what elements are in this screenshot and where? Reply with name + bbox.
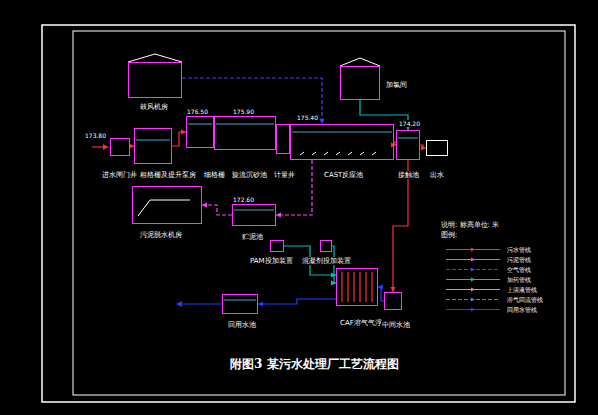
unit-label: 细格栅: [203, 171, 226, 179]
process-unit: CAST反应池: [290, 124, 394, 160]
unit-label: 鼓风机房: [139, 103, 169, 111]
unit-label: 粗格栅及提升泵房: [139, 171, 197, 179]
legend-text: 空气管线: [506, 266, 532, 273]
process-unit: 旋流沉砂池: [214, 116, 276, 150]
unit-label: 混凝剂投加装置: [301, 257, 352, 265]
note-text: 说明: 标高单位: 米: [440, 222, 500, 229]
pipe-connector: [172, 130, 186, 147]
process-unit: 细格栅: [186, 116, 214, 148]
figure-caption: 附图3 某污水处理厂工艺流程图: [228, 356, 401, 373]
process-unit: 混凝剂投加装置: [320, 240, 332, 252]
process-unit: 接触池: [396, 130, 420, 160]
process-unit: CAF溶气气浮: [336, 268, 378, 306]
legend-text: 加药管线: [506, 276, 532, 283]
unit-label: 进水闸门井: [101, 171, 138, 179]
legend-arrow: [471, 258, 475, 262]
elevation-label: 176.50: [186, 108, 209, 115]
legend-text: 回用水管线: [506, 306, 538, 313]
legend-text: 污水管线: [506, 246, 532, 253]
legend-arrow: [471, 248, 475, 252]
process-unit: 出水: [426, 140, 448, 156]
unit-label: 污泥脱水机房: [139, 231, 183, 239]
pipe-connector: [391, 160, 409, 292]
process-unit: 粗格栅及提升泵房: [134, 128, 172, 164]
legend-text: 溶气回流管线: [506, 296, 544, 303]
process-unit: 计量井: [276, 124, 290, 154]
unit-label: 接触池: [397, 171, 420, 179]
process-unit: 进水闸门井: [110, 138, 130, 156]
legend-arrow: [471, 268, 475, 272]
legend-arrow: [471, 298, 475, 302]
unit-label: CAST反应池: [323, 171, 364, 179]
process-unit: 贮泥池: [232, 204, 276, 226]
unit-label: 回用水池: [227, 321, 257, 329]
unit-label: CAF溶气气浮: [339, 319, 383, 327]
unit-label: 旋流沉砂池: [231, 171, 268, 179]
unit-label: 加氯间: [385, 81, 408, 89]
pipe-connector: [182, 78, 325, 124]
legend-arrow: [471, 288, 475, 292]
pipe-connector: [258, 299, 336, 307]
process-unit: 鼓风机房: [128, 62, 182, 98]
elevation-label: 174.20: [398, 120, 421, 127]
elevation-label: 173.80: [84, 132, 107, 139]
unit-label: 计量井: [273, 171, 296, 179]
elevation-label: 175.40: [296, 114, 319, 121]
legend-text: 上清液管线: [506, 286, 538, 293]
legend-arrow: [471, 308, 475, 312]
process-unit: 加氯间: [340, 66, 380, 100]
elevation-label: 172.60: [232, 196, 255, 203]
note-text: 图例:: [440, 232, 458, 239]
unit-label: 中间水池: [381, 321, 411, 329]
pipe-connector: [276, 160, 312, 218]
unit-label: 贮泥池: [241, 233, 264, 241]
process-unit: 中间水池: [384, 292, 402, 310]
process-unit: 回用水池: [222, 294, 258, 314]
unit-label: PAM投加装置: [249, 257, 294, 265]
process-unit: 污泥脱水机房: [132, 186, 202, 224]
pipe-connector: [202, 203, 232, 216]
process-unit: PAM投加装置: [270, 240, 284, 252]
elevation-label: 175.90: [232, 108, 255, 115]
legend-arrow: [471, 278, 475, 282]
unit-label: 出水: [429, 171, 445, 179]
legend-text: 污泥管线: [506, 256, 532, 263]
